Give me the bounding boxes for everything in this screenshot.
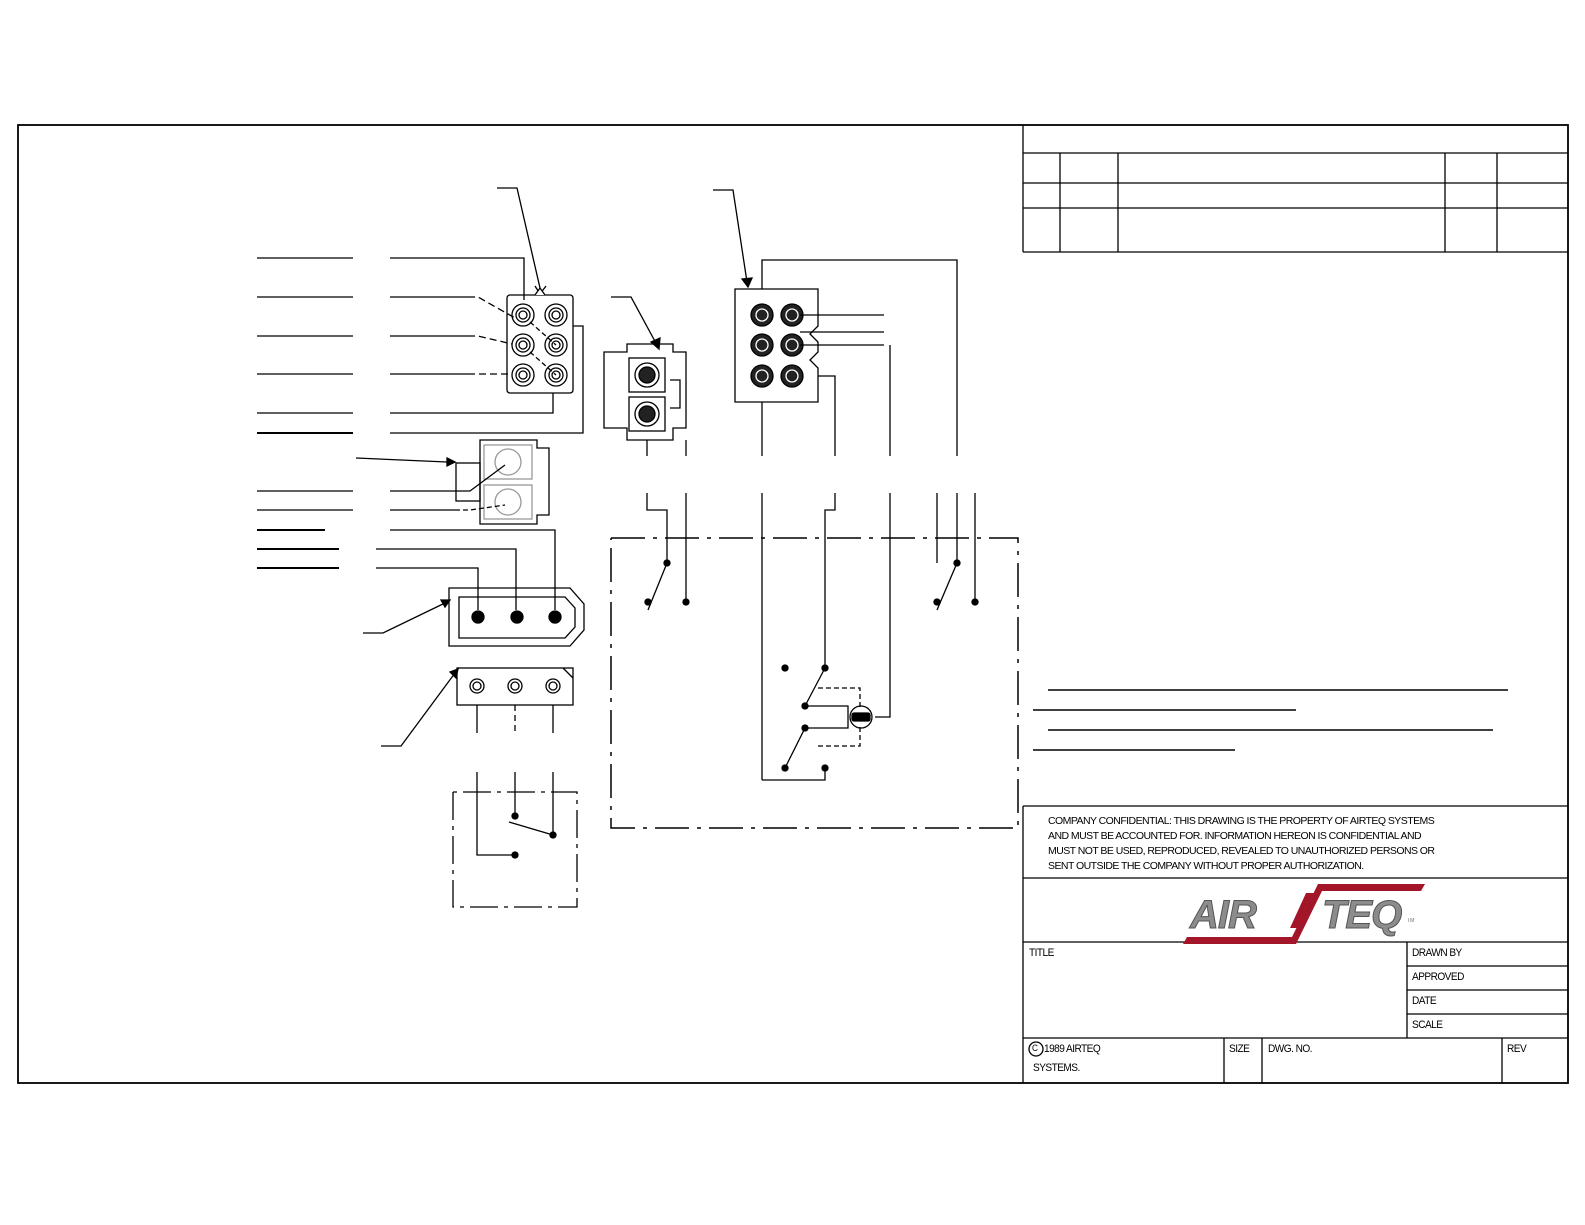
copyright-line-1: 1989 AIRTEQ	[1044, 1043, 1101, 1055]
size-label: SIZE	[1229, 1043, 1250, 1055]
drawn-by-label: DRAWN BY	[1412, 947, 1462, 959]
rev-label: REV	[1507, 1043, 1527, 1055]
confidential-notice: COMPANY CONFIDENTIAL: THIS DRAWING IS TH…	[1048, 814, 1435, 874]
confidential-line-4: SENT OUTSIDE THE COMPANY WITHOUT PROPER …	[1048, 860, 1364, 872]
sheet-border	[17, 124, 1569, 1084]
date-label: DATE	[1412, 995, 1437, 1007]
approved-label: APPROVED	[1412, 971, 1464, 983]
three-pin-connector-filled	[363, 587, 585, 647]
lower-switch-box	[452, 772, 578, 908]
left-wire-leads	[257, 257, 584, 610]
six-pin-connector-right	[713, 189, 958, 456]
logo-trademark: TM	[1407, 918, 1414, 924]
two-pin-connector-left	[355, 439, 550, 525]
confidential-line-2: AND MUST BE ACCOUNTED FOR. INFORMATION H…	[1048, 830, 1422, 842]
copyright-line-2: SYSTEMS.	[1033, 1062, 1080, 1074]
copyright-circle	[1028, 1041, 1044, 1057]
revision-block	[1022, 125, 1568, 253]
scale-label: SCALE	[1412, 1019, 1443, 1031]
three-pin-connector-open	[381, 667, 574, 747]
svg-text:TEQ: TEQ	[1322, 893, 1402, 937]
notes-lines	[1033, 689, 1508, 751]
dwg-no-label: DWG. NO.	[1268, 1043, 1312, 1055]
six-pin-connector-left	[497, 187, 574, 394]
two-pin-connector-center	[603, 296, 687, 456]
copyright-symbol: C	[1032, 1043, 1038, 1053]
svg-text:AIR: AIR	[1189, 893, 1257, 937]
confidential-line-1: COMPANY CONFIDENTIAL: THIS DRAWING IS TH…	[1048, 815, 1435, 827]
confidential-line-3: MUST NOT BE USED, REPRODUCED, REVEALED T…	[1048, 845, 1435, 857]
title-label: TITLE	[1029, 947, 1054, 959]
airteq-logo: AIR TEQ	[1183, 884, 1425, 944]
right-wiring	[610, 493, 1019, 829]
